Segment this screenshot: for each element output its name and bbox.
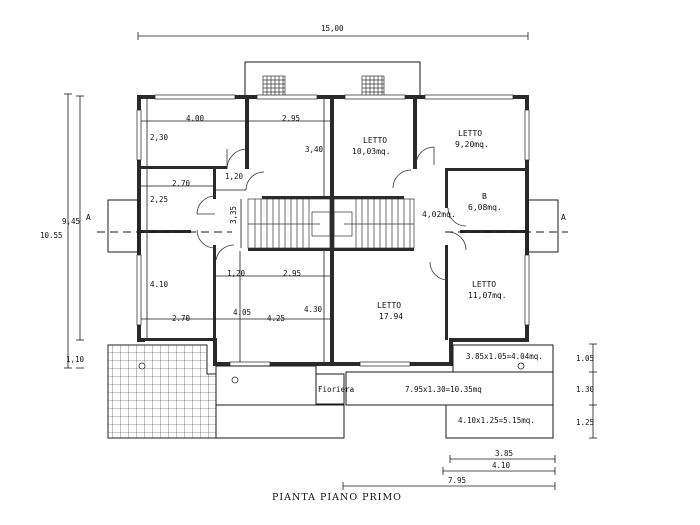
section-mark-right: A xyxy=(561,213,566,222)
roof-parapet xyxy=(244,61,421,97)
dim-label: 2.95 xyxy=(282,114,300,123)
room-hall-area: 4,02mq. xyxy=(422,210,456,219)
balcony-3-label: 4.10x1.25=5.15mq. xyxy=(458,416,535,425)
windows xyxy=(136,94,530,367)
room-letto-4-area: 17.94 xyxy=(379,312,403,321)
dim-label: 4.30 xyxy=(304,305,323,314)
balcony-1-label: 3.85x1.05=4.04mq. xyxy=(466,352,543,361)
dim-label: 2,25 xyxy=(150,195,168,204)
interior-walls xyxy=(141,99,525,362)
planter-label: Fioriera xyxy=(318,385,354,394)
room-letto-3-name: LETTO xyxy=(472,280,496,289)
bottom-dimensions: 3.85 4.10 7.95 xyxy=(342,449,556,490)
dim-bottom-a: 3.85 xyxy=(495,449,513,458)
room-letto-4-name: LETTO xyxy=(377,301,401,310)
dim-label: 4.05 xyxy=(233,308,251,317)
dim-label: 4.00 xyxy=(186,114,205,123)
room-letto-2-name: LETTO xyxy=(458,129,482,138)
room-dimension-lines xyxy=(141,99,330,362)
page-title: PIANTA PIANO PRIMO xyxy=(272,492,402,503)
dim-label: 2.70 xyxy=(172,179,191,188)
dim-bottom-c: 7.95 xyxy=(448,476,466,485)
dim-bottom-b: 4.10 xyxy=(492,461,511,470)
side-bays: A A xyxy=(86,199,568,253)
room-bath-name: B xyxy=(482,192,487,201)
room-letto-3-area: 11,07mq. xyxy=(468,291,507,300)
right-dimensions: 1.05 1.30 1.25 xyxy=(576,343,597,439)
dim-label: 1,20 xyxy=(227,269,246,278)
balconies: 3.85x1.05=4.04mq. 7.95x1.30=10.35mq 4.10… xyxy=(345,344,554,439)
dim-total-width: 15,00 xyxy=(321,24,344,33)
dim-right-c: 1.25 xyxy=(576,418,594,427)
dim-label: 1,20 xyxy=(225,172,244,181)
planter: Fioriera xyxy=(315,373,354,405)
dim-label: 4.25 xyxy=(267,314,285,323)
dim-left-bottom: 1,10 xyxy=(66,355,85,364)
balcony-2-label: 7.95x1.30=10.35mq xyxy=(405,385,482,394)
room-bath-area: 6,08mq. xyxy=(468,203,502,212)
dim-left-outer: 10.55 xyxy=(40,231,63,240)
room-labels: LETTO 10,03mq. LETTO 9,20mq. B 6,08mq. 4… xyxy=(352,129,507,321)
room-dimension-labels: 4.00 2.95 2,30 3,40 2.70 1,20 2,25 3,35 … xyxy=(150,114,324,323)
room-letto-2-area: 9,20mq. xyxy=(455,140,489,149)
dim-label: 2,30 xyxy=(150,133,169,142)
dim-label: 2.95 xyxy=(283,269,301,278)
dim-label: 2.70 xyxy=(172,314,191,323)
dim-label: 3,40 xyxy=(305,145,324,154)
terrace-grid xyxy=(107,344,345,439)
dim-left-inner: 9,45 xyxy=(62,217,80,226)
room-letto-1-area: 10,03mq. xyxy=(352,147,391,156)
dim-label: 3,35 xyxy=(229,206,238,224)
room-letto-1-name: LETTO xyxy=(363,136,387,145)
left-dimensions: 10.55 9,45 1,10 xyxy=(40,93,85,369)
staircase-right xyxy=(333,198,415,249)
top-dimension: 15,00 xyxy=(137,24,529,40)
doors xyxy=(196,146,467,281)
dim-right-b: 1.30 xyxy=(576,385,595,394)
section-mark-left: A xyxy=(86,213,91,222)
staircase-left xyxy=(247,198,331,249)
dim-right-a: 1.05 xyxy=(576,354,594,363)
dim-label: 4.10 xyxy=(150,280,169,289)
